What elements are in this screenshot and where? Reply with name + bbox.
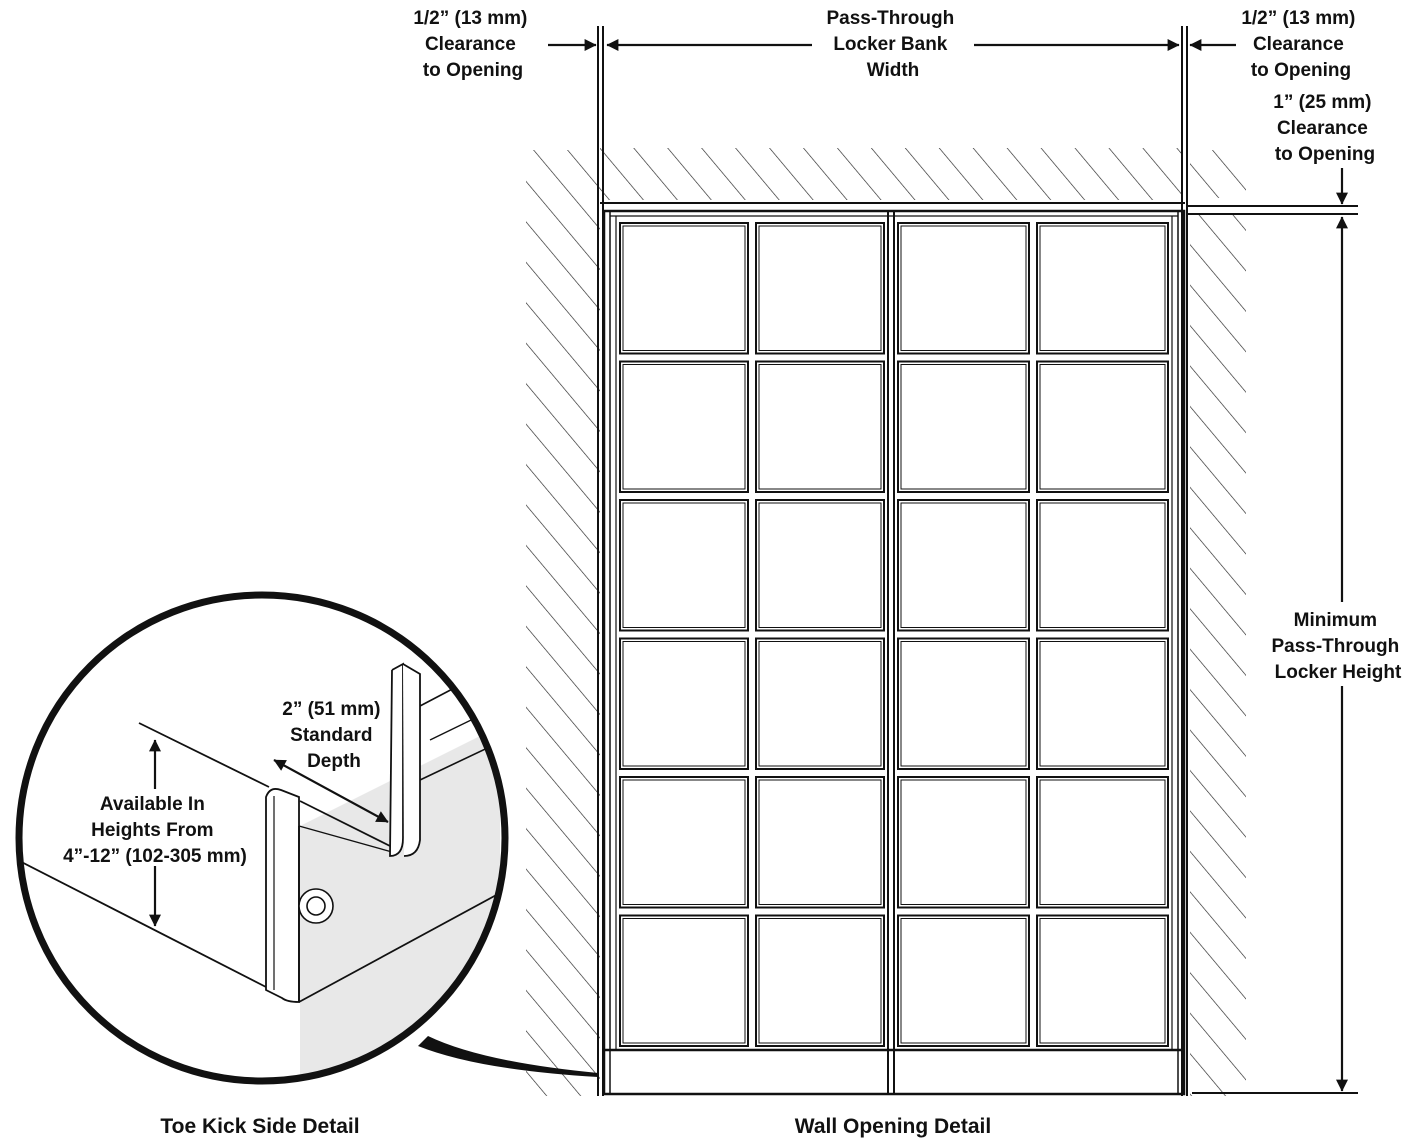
right-wall-upper	[1190, 150, 1246, 198]
locker-door-inset	[900, 364, 1027, 490]
heights-label: Available In Heights From 4”-12” (102-30…	[63, 794, 247, 867]
heights-line-3: 4”-12” (102-305 mm)	[63, 846, 247, 867]
locker-door	[897, 914, 1030, 1047]
top-clearance-line-2: Clearance	[1277, 118, 1368, 139]
locker-door	[755, 637, 885, 770]
top-clearance-label: 1” (25 mm) Clearance to Opening	[1273, 92, 1376, 165]
depth-label: 2” (51 mm) Standard Depth	[282, 699, 385, 772]
bank-width-line-3: Width	[867, 60, 920, 81]
opening-edges	[597, 26, 1358, 1096]
left-clearance-line-2: Clearance	[425, 34, 516, 55]
locker-door-inset	[900, 641, 1027, 767]
locker-door-inset	[622, 225, 746, 351]
locker-door-inset	[900, 779, 1027, 905]
right-wall	[1190, 214, 1246, 1096]
locker-door	[1036, 499, 1169, 632]
wall-hatching	[526, 148, 1246, 1096]
locker-door-inset	[1039, 225, 1166, 351]
left-clearance-line-3: to Opening	[423, 60, 523, 81]
left-clearance-label: 1/2” (13 mm) Clearance to Opening	[413, 8, 532, 81]
locker-door	[755, 499, 885, 632]
locker-door	[619, 637, 749, 770]
locker-door	[755, 914, 885, 1047]
locker-door-inset	[1039, 779, 1166, 905]
locker-door	[1036, 222, 1169, 355]
depth-line-1: 2” (51 mm)	[282, 699, 380, 720]
locker-door	[755, 360, 885, 493]
locker-door	[1036, 637, 1169, 770]
dimension-arrows	[548, 39, 1348, 1092]
locker-door-inset	[900, 225, 1027, 351]
toe-kick-detail-lens: 2” (51 mm) Standard Depth Available In H…	[15, 591, 509, 1085]
min-height-line-3: Locker Height	[1275, 662, 1402, 683]
min-height-label: Minimum Pass-Through Locker Height	[1271, 610, 1404, 683]
depth-line-2: Standard	[290, 725, 372, 746]
heights-line-1: Available In	[100, 794, 205, 815]
dimension-labels: 1/2” (13 mm) Clearance to Opening Pass-T…	[413, 8, 1404, 683]
locker-door	[1036, 914, 1169, 1047]
locker-door-inset	[758, 364, 882, 490]
right-clearance-line-1: 1/2” (13 mm)	[1241, 8, 1355, 29]
heights-line-2: Heights From	[91, 820, 213, 841]
locker-door	[619, 776, 749, 909]
top-clearance-line-1: 1” (25 mm)	[1273, 92, 1371, 113]
bank-width-line-2: Locker Bank	[833, 34, 947, 55]
locker-door	[897, 776, 1030, 909]
locker-door-inset	[758, 502, 882, 628]
toe-kick-caption: Toe Kick Side Detail	[160, 1115, 359, 1138]
left-wall	[526, 150, 600, 1096]
locker-door-inset	[758, 918, 882, 1044]
locker-door	[897, 360, 1030, 493]
locker-door	[897, 499, 1030, 632]
locker-door	[619, 360, 749, 493]
locker-door-inset	[1039, 502, 1166, 628]
left-clearance-line-1: 1/2” (13 mm)	[413, 8, 527, 29]
depth-arrow	[273, 759, 389, 823]
locker-door	[619, 499, 749, 632]
bank-width-line-1: Pass-Through	[826, 8, 954, 29]
locker-door	[1036, 360, 1169, 493]
locker-door-inset	[622, 918, 746, 1044]
right-clearance-label: 1/2” (13 mm) Clearance to Opening	[1241, 8, 1360, 81]
locker-door	[1036, 776, 1169, 909]
locker-door-inset	[900, 918, 1027, 1044]
depth-line-3: Depth	[307, 751, 361, 772]
locker-door	[755, 222, 885, 355]
locker-doors	[619, 222, 1169, 1047]
locker-door-inset	[622, 364, 746, 490]
locker-door-inset	[900, 502, 1027, 628]
locker-door-inset	[1039, 641, 1166, 767]
locker-door-inset	[1039, 918, 1166, 1044]
locker-door-inset	[622, 502, 746, 628]
locker-door-inset	[622, 779, 746, 905]
locker-door-inset	[1039, 364, 1166, 490]
locker-door-inset	[758, 779, 882, 905]
locker-door	[897, 222, 1030, 355]
locker-door-inset	[758, 225, 882, 351]
locker-door	[619, 914, 749, 1047]
callout-leader	[418, 1036, 598, 1077]
locker-door	[619, 222, 749, 355]
locker-bank	[602, 209, 1186, 1096]
min-height-line-2: Pass-Through	[1271, 636, 1399, 657]
right-clearance-line-3: to Opening	[1251, 60, 1351, 81]
locker-door-inset	[622, 641, 746, 767]
locker-door-inset	[758, 641, 882, 767]
top-wall	[600, 148, 1182, 200]
locker-door	[897, 637, 1030, 770]
top-clearance-line-3: to Opening	[1275, 144, 1375, 165]
bank-width-label: Pass-Through Locker Bank Width	[826, 8, 959, 81]
min-height-line-1: Minimum	[1294, 610, 1377, 631]
wall-opening-caption: Wall Opening Detail	[795, 1115, 991, 1138]
locker-door	[755, 776, 885, 909]
right-clearance-line-2: Clearance	[1253, 34, 1344, 55]
